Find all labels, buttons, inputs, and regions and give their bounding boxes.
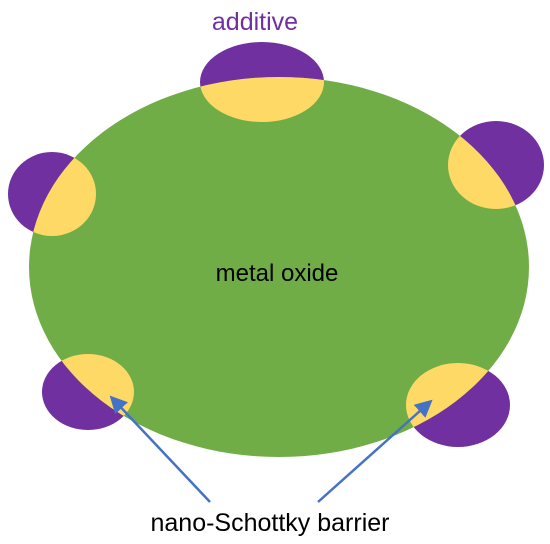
arrow-to-bottom-right-barrier xyxy=(317,399,433,503)
additive-label: additive xyxy=(212,8,298,36)
metal-oxide-label: metal oxide xyxy=(216,260,339,287)
barrier-pointer-arrows xyxy=(109,395,433,503)
schottky-barrier-label: nano-Schottky barrier xyxy=(150,509,389,537)
barrier-region-top xyxy=(200,77,324,122)
metal-oxide-core xyxy=(29,77,529,457)
arrow-to-bottom-left-barrier xyxy=(109,395,211,503)
